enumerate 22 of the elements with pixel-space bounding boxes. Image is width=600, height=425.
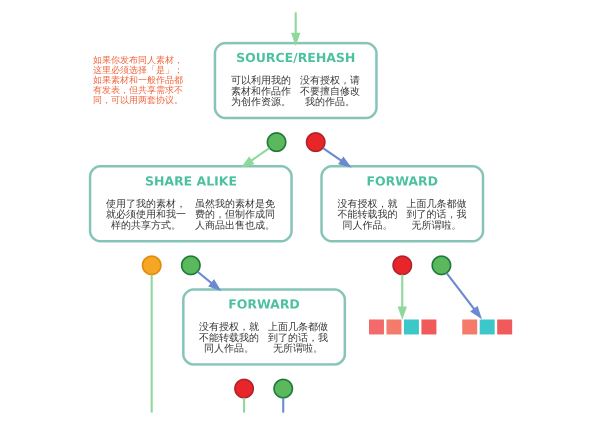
node-circle (272, 378, 293, 399)
arrow (322, 147, 352, 168)
node-circle (266, 132, 286, 152)
connector (282, 398, 284, 413)
node-box: FORWARD 没有授权，就不能转载我的同人作品。 上面几条都做到了的话，我无所谓啦。 (320, 165, 484, 242)
label: 如果你发布同人素材，这里必须选择「是」；如果素材和一般作品都有发表，但共享需求不同，可以用两套协议。 (92, 56, 182, 106)
node-box: SHARE ALIKE 使用了我的素材，就必须使用和我一样的共享方式。 虽然我的素材是免费的，但制作成同人商品出售也成。 (88, 165, 292, 242)
node-box: SOURCE/REHASH 可以利用我的素材和作品作为创作资源。 没有授权，请不要擅自修改我的作品。 (213, 42, 378, 120)
node-circle (234, 378, 254, 399)
arrow (445, 272, 482, 320)
arrow (397, 274, 406, 320)
arrow (290, 12, 300, 46)
node-circle (305, 132, 326, 152)
node-circle (430, 255, 451, 276)
connector (150, 274, 152, 413)
node-circle (392, 255, 412, 276)
connector (242, 398, 245, 413)
node-circle (180, 255, 200, 276)
arrow (196, 270, 221, 292)
arrow (240, 147, 270, 168)
node-box: FORWARD 没有授权，就不能转载我的同人作品。 上面几条都做到了的话，我无所谓啦。 (182, 288, 346, 366)
node-circle (141, 255, 162, 276)
